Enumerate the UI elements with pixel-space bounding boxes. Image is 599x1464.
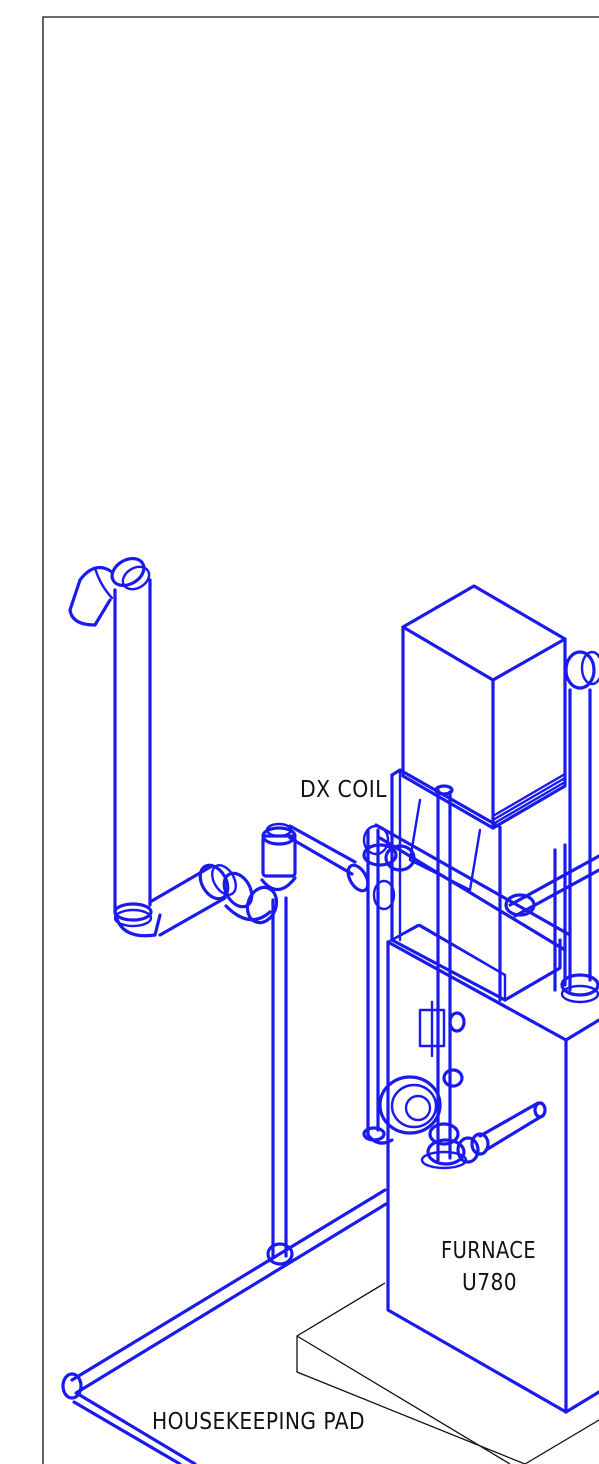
sheet-border <box>42 16 599 1464</box>
label-furnace-model: U780 <box>462 1270 517 1296</box>
label-housekeeping-pad: HOUSEKEEPING PAD <box>152 1409 365 1435</box>
gas-valve-assembly <box>362 784 547 1170</box>
housekeeping-pad <box>296 1282 599 1464</box>
refrigerant-line <box>288 824 394 1145</box>
label-furnace: FURNACE <box>441 1238 536 1264</box>
vent-pipe-right <box>553 650 599 1004</box>
riser-pipe <box>260 822 297 1266</box>
furnace-cabinet <box>386 923 599 1414</box>
vent-pipe-left <box>68 556 279 938</box>
gas-supply-line <box>61 1188 388 1464</box>
dx-coil-section <box>390 768 562 1002</box>
label-dx-coil: DX COIL <box>300 777 387 803</box>
supply-plenum-box <box>401 584 567 830</box>
